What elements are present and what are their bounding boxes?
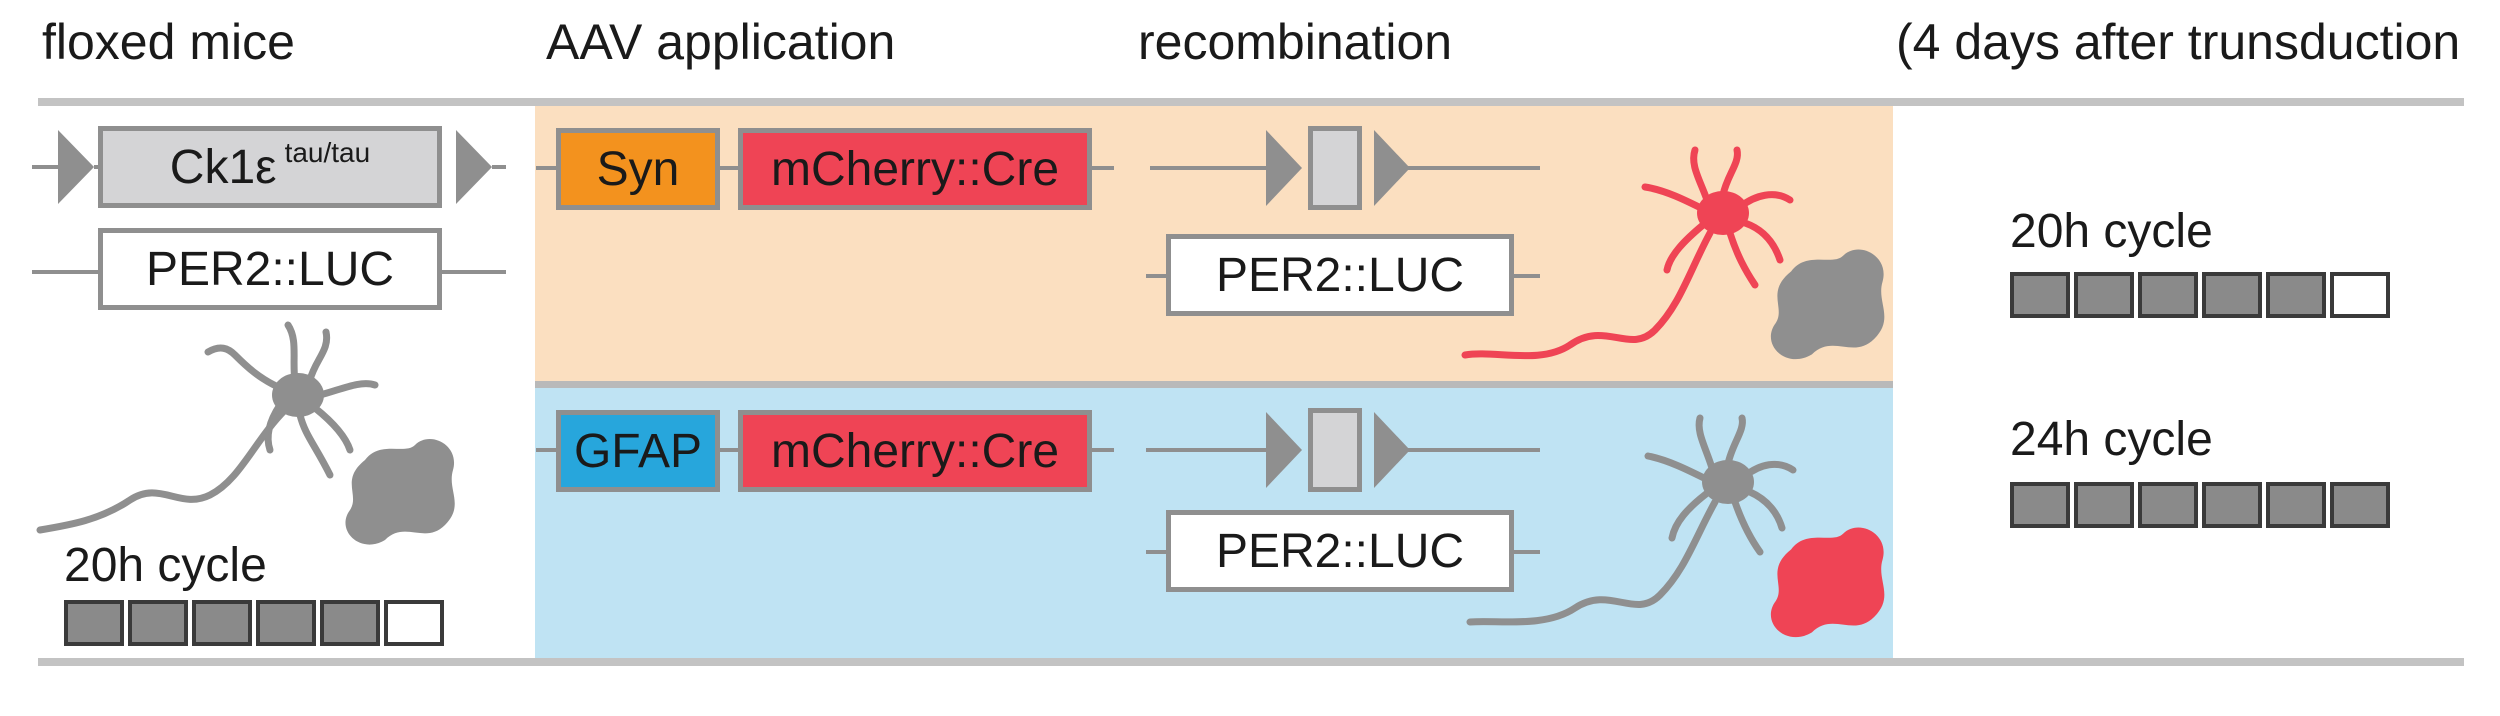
recomb-wire-left	[1146, 448, 1270, 452]
cycle-cell	[192, 600, 252, 646]
header-after-transduction: (4 days after trunsduction	[1896, 14, 2461, 70]
cycle-cell	[2138, 482, 2198, 528]
mcherry-cre-box-neuron: mCherry::Cre	[738, 128, 1092, 210]
per2-wire-left	[32, 270, 100, 274]
aav-wire-left	[536, 448, 558, 452]
cycle-cell	[256, 600, 316, 646]
loxp-triangle-icon	[1374, 412, 1410, 488]
per2-luc-box-neuron: PER2::LUC	[1166, 234, 1514, 316]
cycle-cell	[2010, 272, 2070, 318]
neuron-icon	[1466, 414, 1797, 626]
aav-wire-left	[536, 166, 558, 170]
mcherry-cre-box-astro: mCherry::Cre	[738, 410, 1092, 492]
mcherry-cre-label: mCherry::Cre	[770, 142, 1060, 196]
floxed-cycle-bar	[64, 600, 444, 646]
result-top-cycle-bar	[2010, 272, 2390, 318]
cycle-cell	[2266, 482, 2326, 528]
neuron-red-icon	[1461, 146, 1794, 360]
loxp-triangle-icon	[1266, 130, 1302, 206]
loxp-triangle-icon	[1266, 412, 1302, 488]
loxp-triangle-icon	[1374, 130, 1410, 206]
recombined-locus-box	[1308, 126, 1362, 210]
syn-promoter-box: Syn	[556, 128, 720, 210]
per2-luc-label: PER2::LUC	[1215, 524, 1465, 578]
gfap-promoter-label: GFAP	[573, 424, 703, 478]
cycle-cell	[384, 600, 444, 646]
loxp-triangle-icon	[58, 130, 94, 204]
per2-luc-box: PER2::LUC	[98, 228, 442, 310]
cycle-cell	[2330, 482, 2390, 528]
recombined-locus-box	[1308, 408, 1362, 492]
per2-wire-left	[1146, 274, 1168, 278]
astrocyte-icon	[1770, 249, 1885, 360]
cycle-cell	[64, 600, 124, 646]
cycle-cell	[2138, 272, 2198, 318]
cycle-cell	[320, 600, 380, 646]
floxed-wire-left	[32, 165, 60, 169]
cycle-cell	[2010, 482, 2070, 528]
gfap-promoter-box: GFAP	[556, 410, 720, 492]
aav-wire-mid	[720, 448, 740, 452]
result-top-cycle-label: 20h cycle	[2010, 205, 2213, 258]
astrocyte-red-icon	[1770, 527, 1885, 638]
per2-luc-label: PER2::LUC	[1215, 248, 1465, 302]
floxed-cycle-label: 20h cycle	[64, 539, 267, 592]
bottom-divider	[38, 658, 2464, 666]
astrocyte-icon	[345, 439, 455, 545]
per2-luc-box-astro: PER2::LUC	[1166, 510, 1514, 592]
cycle-cell	[2266, 272, 2326, 318]
per2-wire-right	[1514, 274, 1540, 278]
result-bottom-cycle-bar	[2010, 482, 2390, 528]
panel-separator	[535, 381, 1893, 388]
recomb-wire-right	[1408, 448, 1540, 452]
ck1e-gene-label: Ck1ε	[169, 140, 277, 194]
header-aav-application: AAV application	[546, 14, 896, 70]
per2-wire-right	[1514, 550, 1540, 554]
top-divider	[38, 98, 2464, 106]
cycle-cell	[2074, 272, 2134, 318]
loxp-triangle-icon	[456, 130, 492, 204]
recomb-wire-left	[1150, 166, 1270, 170]
cycle-cell	[2202, 272, 2262, 318]
per2-luc-label: PER2::LUC	[145, 242, 395, 296]
ck1e-gene-sup: tau/tau	[284, 137, 371, 168]
mcherry-cre-label: mCherry::Cre	[770, 424, 1060, 478]
cycle-cell	[2074, 482, 2134, 528]
aav-wire-right	[1092, 448, 1114, 452]
header-floxed-mice: floxed mice	[42, 14, 295, 70]
result-bottom-cycle-label: 24h cycle	[2010, 413, 2213, 466]
cycle-cell	[2202, 482, 2262, 528]
cycle-cell	[2330, 272, 2390, 318]
aav-wire-right	[1092, 166, 1114, 170]
syn-promoter-label: Syn	[596, 142, 680, 196]
recomb-wire-right	[1408, 166, 1540, 170]
floxed-wire-right	[492, 165, 506, 169]
neuron-icon	[36, 321, 379, 534]
per2-wire-right	[442, 270, 506, 274]
aav-wire-mid	[720, 166, 740, 170]
cycle-cell	[128, 600, 188, 646]
header-recombination: recombination	[1138, 14, 1453, 70]
per2-wire-left	[1146, 550, 1168, 554]
